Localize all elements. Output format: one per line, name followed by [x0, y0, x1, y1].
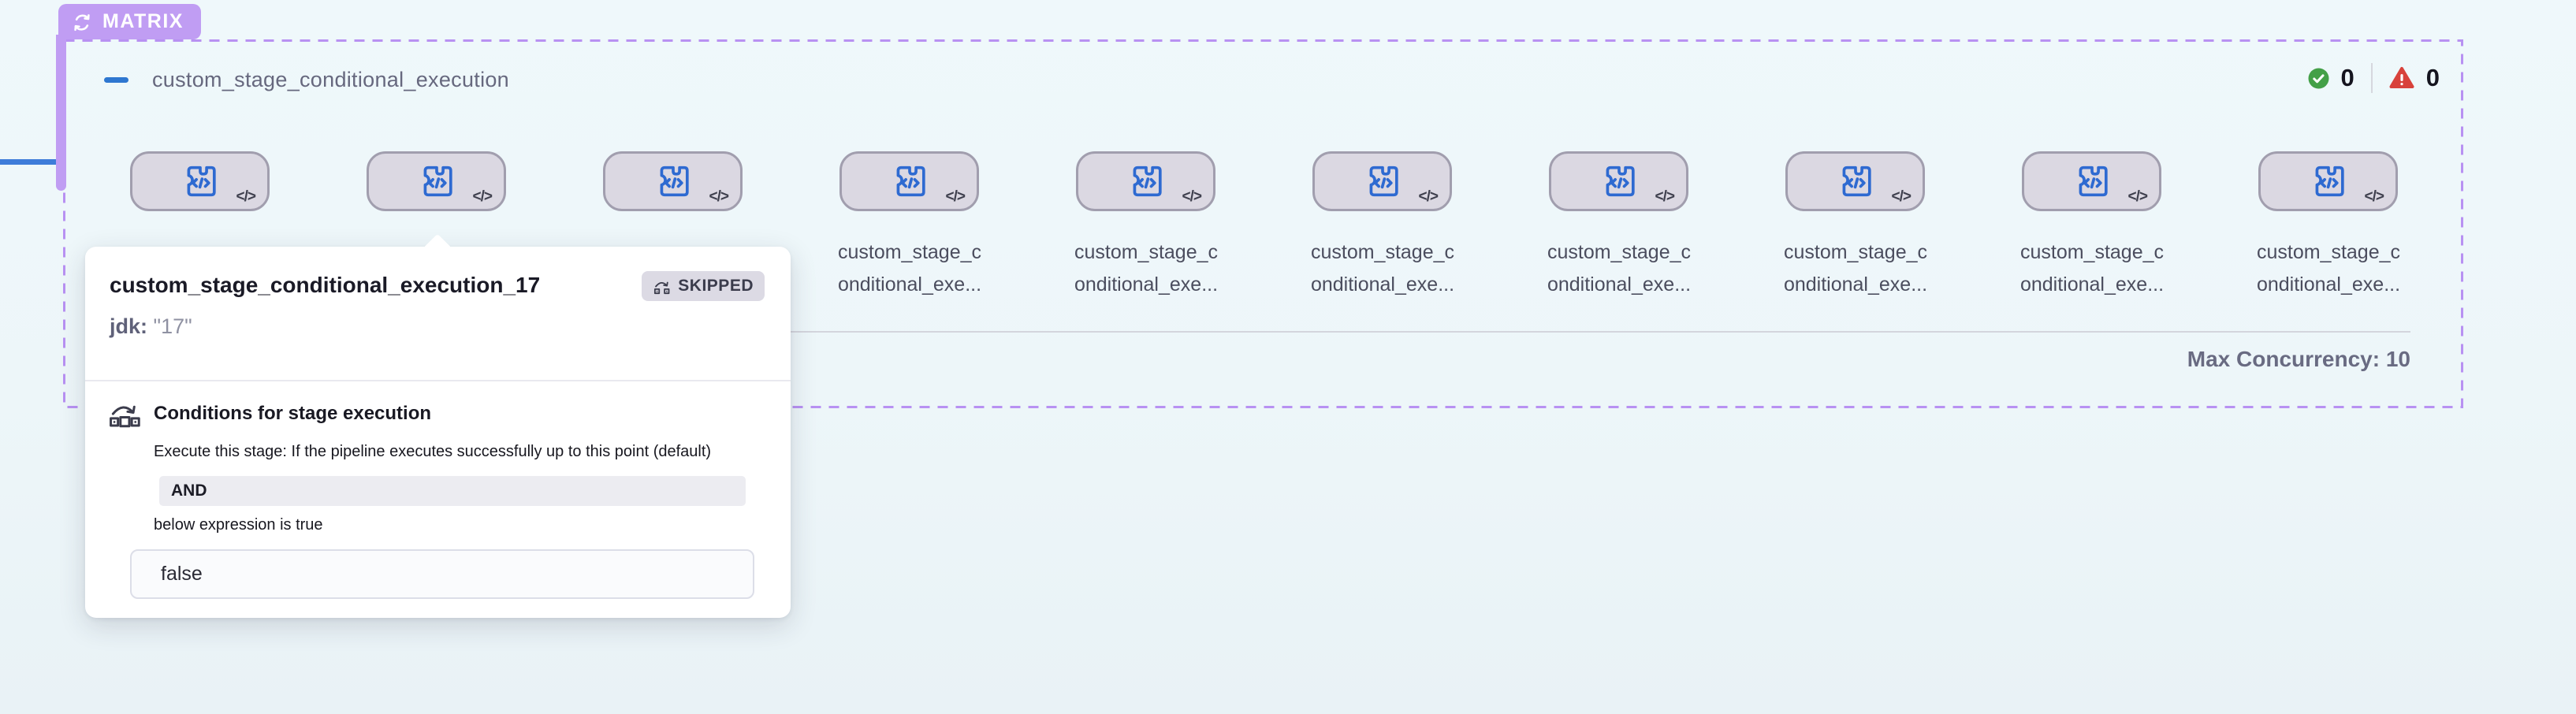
matrix-variable-line: jdk: "17"	[110, 314, 192, 339]
status-counters: 0 0	[2308, 63, 2440, 93]
stage-node[interactable]: </>	[367, 151, 506, 211]
card-divider	[85, 380, 791, 381]
template-code-icon: </>	[472, 188, 493, 205]
footer-divider	[791, 331, 2410, 333]
template-code-icon: </>	[709, 188, 730, 205]
stage-node[interactable]: </>	[1312, 151, 1452, 211]
stage-node[interactable]: </>	[130, 151, 270, 211]
custom-stage-icon	[1369, 165, 1398, 197]
stage-node[interactable]: </>	[839, 151, 979, 211]
custom-stage-icon	[2315, 165, 2344, 197]
variable-value: "17"	[153, 314, 192, 338]
matrix-stage-container: custom_stage_conditional_execution 0 0 <…	[63, 39, 2463, 408]
stage-node[interactable]: </>	[2258, 151, 2398, 211]
stage-tooltip-card: custom_stage_conditional_execution_17 SK…	[85, 233, 791, 618]
conditional-execution-icon	[110, 405, 140, 428]
conditions-description: Execute this stage: If the pipeline exec…	[154, 443, 712, 460]
custom-stage-icon	[187, 165, 216, 197]
stage-node[interactable]: </>	[1785, 151, 1925, 211]
template-code-icon: </>	[1655, 188, 1676, 205]
stage-node-row: </> </> </>	[130, 151, 2398, 211]
template-code-icon: </>	[945, 188, 966, 205]
custom-stage-icon	[2079, 165, 2108, 197]
matrix-badge-label: MATRIX	[102, 10, 184, 32]
template-code-icon: </>	[2127, 188, 2149, 205]
custom-stage-icon	[1133, 165, 1162, 197]
custom-stage-icon	[660, 165, 689, 197]
stage-node[interactable]: </>	[1076, 151, 1215, 211]
template-code-icon: </>	[236, 188, 257, 205]
success-count: 0	[2340, 64, 2355, 91]
conditions-heading: Conditions for stage execution	[154, 403, 432, 424]
failed-count: 0	[2425, 64, 2440, 91]
conditions-subtext: below expression is true	[154, 516, 323, 534]
matrix-edge-highlight	[56, 35, 66, 191]
stage-node[interactable]: </>	[603, 151, 743, 211]
collapse-minus-icon[interactable]	[104, 77, 128, 83]
stage-node[interactable]: </>	[1549, 151, 1688, 211]
status-badge: SKIPPED	[642, 271, 765, 301]
counter-divider	[2370, 63, 2373, 93]
template-code-icon: </>	[2364, 188, 2385, 205]
custom-stage-icon	[896, 165, 925, 197]
status-badge-label: SKIPPED	[678, 277, 754, 295]
custom-stage-icon	[1842, 165, 1871, 197]
matrix-stage-title: custom_stage_conditional_execution	[152, 68, 509, 91]
custom-stage-icon	[1606, 165, 1635, 197]
matrix-header: custom_stage_conditional_execution	[104, 68, 509, 92]
tooltip-stage-title: custom_stage_conditional_execution_17	[110, 273, 541, 297]
template-code-icon: </>	[1418, 188, 1439, 205]
success-check-icon	[2308, 68, 2328, 88]
loop-icon	[74, 13, 90, 31]
custom-stage-icon	[423, 165, 452, 197]
stage-node[interactable]: </>	[2022, 151, 2161, 211]
matrix-badge: MATRIX	[58, 4, 201, 39]
pipeline-connector-line	[0, 159, 60, 165]
skipped-icon	[654, 281, 670, 294]
variable-key: jdk:	[110, 314, 148, 338]
warning-triangle-icon	[2389, 67, 2414, 88]
max-concurrency-label: Max Concurrency: 10	[2187, 347, 2410, 371]
template-code-icon: </>	[1182, 188, 1203, 205]
expression-value-box: false	[130, 549, 754, 599]
operator-bar: AND	[159, 476, 746, 506]
template-code-icon: </>	[1891, 188, 1912, 205]
